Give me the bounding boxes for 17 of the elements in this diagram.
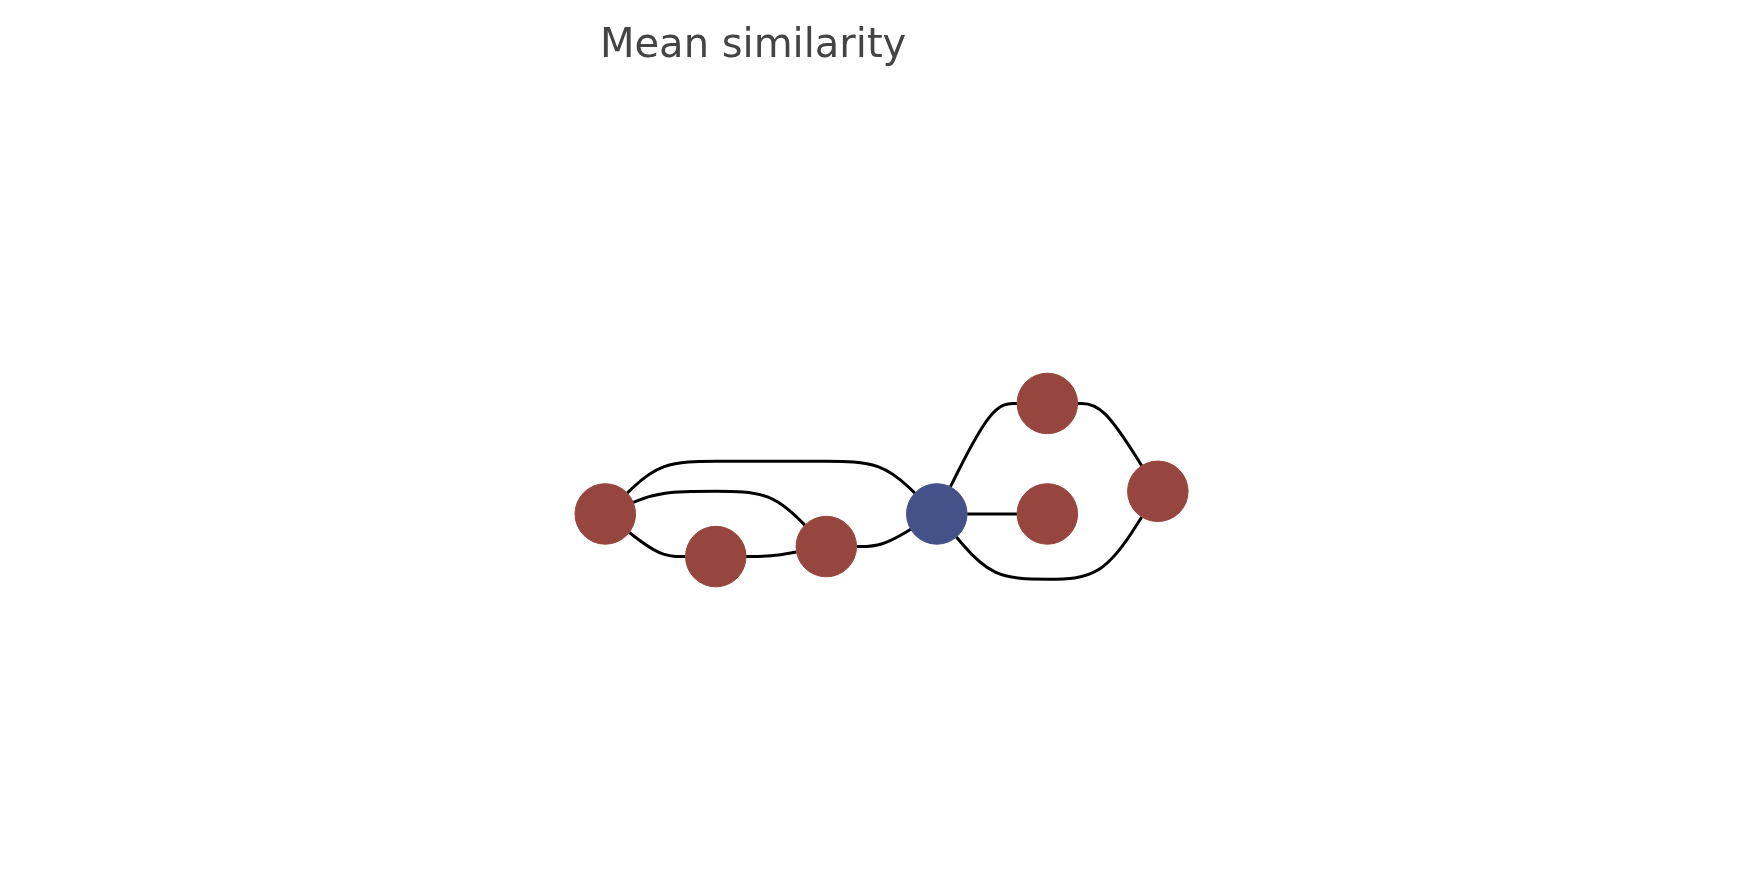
connector: [626, 459, 916, 495]
connector: [948, 401, 1017, 488]
connector: [955, 516, 1143, 581]
node-circle: [574, 483, 636, 545]
node-circle: [1016, 372, 1079, 435]
connector: [632, 489, 806, 527]
connector: [856, 528, 912, 549]
node-circle: [795, 515, 857, 578]
node-circle: [1016, 483, 1079, 545]
node-circle: [684, 525, 747, 588]
graph-label: Mean similarity: [600, 20, 907, 66]
connector: [746, 550, 797, 559]
connector: [1077, 401, 1143, 467]
node-circle: [906, 483, 968, 545]
connector: [628, 531, 686, 559]
node-circle: [1127, 460, 1189, 523]
connector: [967, 512, 1017, 516]
